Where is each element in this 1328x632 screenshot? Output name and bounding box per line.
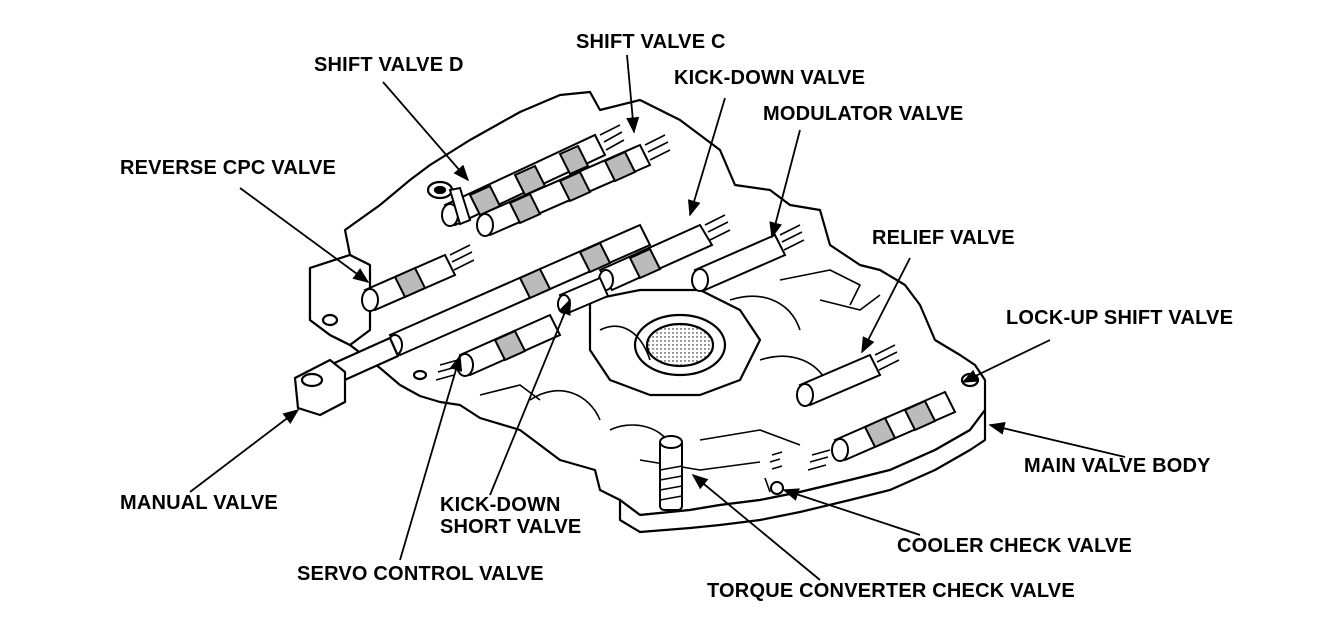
label-shift-valve-c: SHIFT VALVE C <box>576 31 726 53</box>
leader-kick-down-short-valve <box>489 298 571 496</box>
label-reverse-cpc-valve: REVERSE CPC VALVE <box>120 157 337 179</box>
label-modulator-valve: MODULATOR VALVE <box>763 103 964 125</box>
leader-manual-valve <box>189 409 300 493</box>
manual-valve-part <box>293 336 400 417</box>
label-shift-valve-d: SHIFT VALVE D <box>314 54 464 76</box>
label-relief-valve: RELIEF VALVE <box>872 227 1015 249</box>
label-manual-valve: MANUAL VALVE <box>120 492 278 514</box>
leader-reverse-cpc-valve <box>239 187 370 283</box>
leader-relief-valve <box>861 257 911 354</box>
leader-shift-valve-c <box>626 54 640 134</box>
label-kick-down-short-valve-line1: KICK-DOWN <box>440 494 561 516</box>
leader-shift-valve-d <box>382 81 470 182</box>
label-torque-converter-check-valve: TORQUE CONVERTER CHECK VALVE <box>707 580 1075 602</box>
label-servo-control-valve: SERVO CONTROL VALVE <box>297 563 544 585</box>
leader-cooler-check-valve <box>782 488 921 536</box>
leader-servo-control-valve <box>399 354 463 561</box>
modulator-valve-spool <box>691 224 805 292</box>
label-cooler-check-valve: COOLER CHECK VALVE <box>897 535 1133 557</box>
leader-torque-converter-check-valve <box>691 473 821 581</box>
check-valves <box>659 435 784 511</box>
kick-down-valve-spool <box>387 186 652 357</box>
relief-valve-spool <box>796 344 900 407</box>
lock-up-shift-valve-spool <box>807 390 957 471</box>
label-lock-up-shift-valve: LOCK-UP SHIFT VALVE <box>1006 307 1234 329</box>
shift-valve-c-spool <box>476 134 671 237</box>
leader-main-valve-body <box>988 422 1126 458</box>
cooler-check-valve-part <box>764 451 784 495</box>
leader-lock-up-shift-valve <box>961 339 1051 383</box>
reverse-cpc-valve-spool <box>361 244 475 312</box>
leader-lines <box>189 54 1126 581</box>
label-main-valve-body: MAIN VALVE BODY <box>1024 455 1211 477</box>
spool-valves <box>361 124 957 471</box>
label-kick-down-valve: KICK-DOWN VALVE <box>674 67 866 89</box>
label-kick-down-short-valve-line2: SHORT VALVE <box>440 516 582 538</box>
torque-converter-check-valve-part <box>659 435 683 511</box>
leader-kick-down-valve <box>687 97 726 217</box>
valve-body-front-edge <box>618 408 987 534</box>
leader-modulator-valve <box>769 129 801 239</box>
kick-down-valve-upper-spool <box>598 214 731 292</box>
